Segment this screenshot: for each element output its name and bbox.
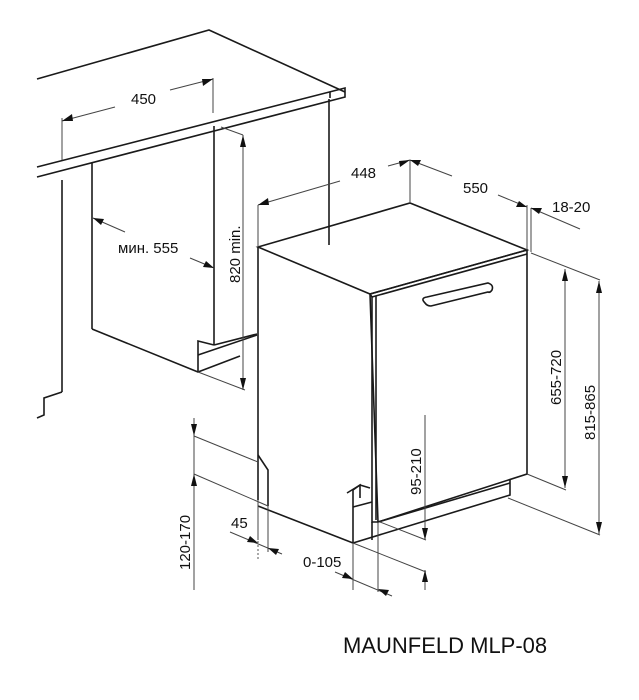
dim-label-655-720: 655-720	[548, 350, 565, 405]
dim-width: 448	[257, 159, 411, 247]
dim-label-95-210: 95-210	[408, 448, 425, 495]
dim-label-18-20: 18-20	[552, 199, 590, 216]
dim-label-815-865: 815-865	[582, 385, 599, 440]
kitchen-cabinet	[36, 29, 346, 419]
dim-door-gap: 95-210	[352, 415, 428, 590]
dim-plinth-height: 120-170	[177, 418, 269, 590]
dim-depth: 550	[409, 159, 528, 250]
dim-opening-width: 450	[61, 78, 214, 160]
dim-label-450: 450	[131, 91, 156, 108]
dim-plinth-recess: 45	[229, 500, 283, 555]
dim-label-820-min: 820 min.	[227, 225, 244, 283]
dim-min-depth: мин. 555	[92, 217, 215, 269]
dim-total-height: 815-865	[507, 281, 602, 536]
dim-door-height: 655-720	[526, 252, 601, 491]
dim-label-448: 448	[351, 165, 376, 182]
dim-label-120-170: 120-170	[177, 515, 194, 570]
door-handle-icon	[422, 282, 494, 307]
dim-door-thickness: 18-20	[530, 199, 590, 252]
dim-min-height: 820 min.	[197, 126, 246, 391]
dim-label-550: 550	[463, 180, 488, 197]
dim-plinth-offset: 0-105	[303, 522, 393, 597]
dim-label-45: 45	[231, 515, 248, 532]
model-title: MAUNFELD MLP-08	[343, 633, 547, 658]
dishwasher	[255, 202, 530, 544]
dim-label-min-555: мин. 555	[118, 240, 178, 257]
dim-label-0-105: 0-105	[303, 554, 341, 571]
